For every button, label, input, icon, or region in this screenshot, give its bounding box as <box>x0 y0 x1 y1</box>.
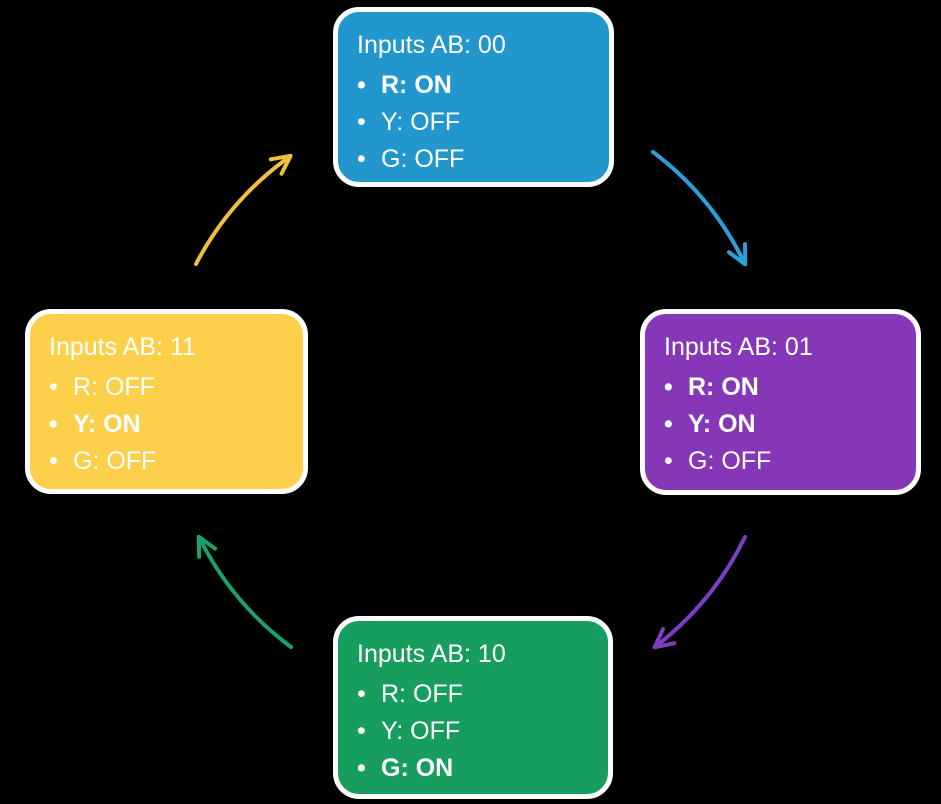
output-red: R: ON <box>357 67 591 104</box>
arrow-bottom-to-left <box>196 534 293 649</box>
state-box-inputs-10: Inputs AB: 10 R: OFF Y: OFF G: ON <box>333 616 613 799</box>
output-yellow: Y: OFF <box>357 713 590 750</box>
state-title: Inputs AB: 10 <box>357 640 506 668</box>
state-title: Inputs AB: 01 <box>664 333 813 361</box>
state-title: Inputs AB: 00 <box>357 31 506 59</box>
output-red: R: OFF <box>49 369 285 406</box>
output-list: R: ON Y: OFF G: OFF <box>357 67 591 178</box>
output-yellow: Y: OFF <box>357 104 591 141</box>
output-green: G: OFF <box>664 443 898 480</box>
output-yellow: Y: ON <box>664 406 898 443</box>
state-box-inputs-00: Inputs AB: 00 R: ON Y: OFF G: OFF <box>333 7 614 187</box>
arrow-top-to-right <box>651 150 748 267</box>
output-green: G: OFF <box>49 443 285 480</box>
output-list: R: OFF Y: ON G: OFF <box>49 369 285 480</box>
output-green: G: OFF <box>357 141 591 178</box>
output-red: R: ON <box>664 369 898 406</box>
output-list: R: ON Y: ON G: OFF <box>664 369 898 480</box>
state-box-inputs-11: Inputs AB: 11 R: OFF Y: ON G: OFF <box>25 309 308 494</box>
state-box-inputs-01: Inputs AB: 01 R: ON Y: ON G: OFF <box>640 309 921 495</box>
output-yellow: Y: ON <box>49 406 285 443</box>
arrow-left-to-top <box>194 153 293 266</box>
output-list: R: OFF Y: OFF G: ON <box>357 676 590 787</box>
output-red: R: OFF <box>357 676 590 713</box>
arrow-right-to-bottom <box>652 535 747 650</box>
state-title: Inputs AB: 11 <box>49 333 196 361</box>
output-green: G: ON <box>357 750 590 787</box>
